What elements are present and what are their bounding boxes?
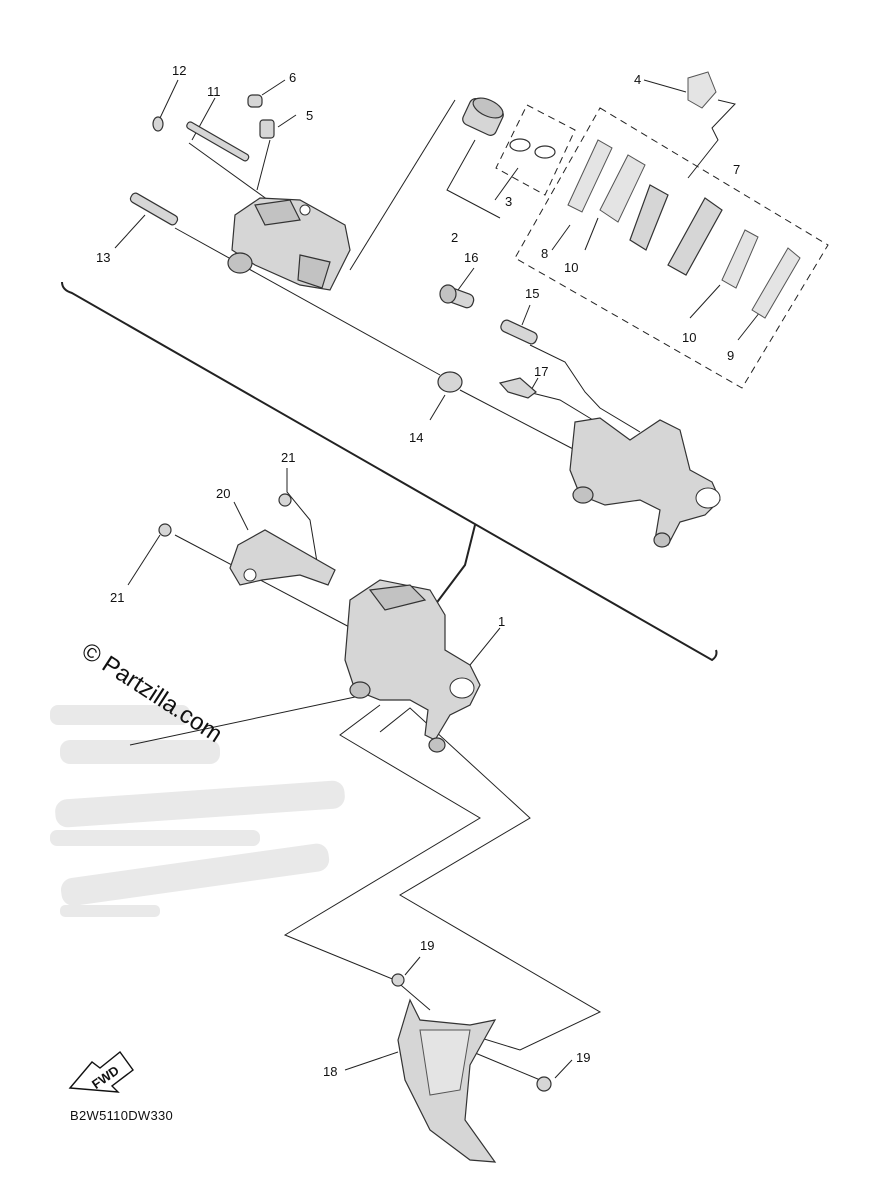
callout-19a: 19 bbox=[420, 938, 434, 953]
brake-pads-part bbox=[567, 139, 801, 319]
collar-part bbox=[437, 371, 463, 393]
caliper-bracket-part bbox=[569, 417, 721, 548]
callout-20: 20 bbox=[216, 486, 230, 501]
diagram-code: B2W5110DW330 bbox=[70, 1108, 173, 1123]
bolt-19-upper-part bbox=[391, 973, 405, 987]
caliper-body-part bbox=[227, 197, 351, 291]
bleed-cap-part bbox=[152, 116, 164, 132]
callout-8: 8 bbox=[541, 246, 548, 261]
callout-6: 6 bbox=[289, 70, 296, 85]
bracket-20-part bbox=[229, 529, 336, 586]
callout-15: 15 bbox=[525, 286, 539, 301]
watermark-text: © Partzilla.com bbox=[77, 637, 227, 748]
bleeder-cap-part bbox=[247, 94, 263, 108]
fwd-arrow-icon: FWD bbox=[68, 1050, 134, 1093]
leader-3-bracket bbox=[494, 167, 519, 201]
piston-part bbox=[462, 97, 504, 136]
callout-10b: 10 bbox=[682, 330, 696, 345]
bleeder-screw-part bbox=[259, 119, 275, 139]
bolt-13-part bbox=[129, 192, 179, 226]
pad-kit-box bbox=[514, 107, 829, 389]
callout-12: 12 bbox=[172, 63, 186, 78]
caliper-assembly-part bbox=[344, 579, 481, 753]
callout-17: 17 bbox=[534, 364, 548, 379]
leader-2-bracket bbox=[446, 139, 501, 219]
callout-5: 5 bbox=[306, 108, 313, 123]
bolt-21-lower-part bbox=[158, 523, 172, 537]
callout-7: 7 bbox=[733, 162, 740, 177]
leader-lines-lower bbox=[127, 468, 602, 1083]
callout-9: 9 bbox=[727, 348, 734, 363]
bolt-21-upper-part bbox=[278, 493, 292, 507]
seal-kit-box bbox=[495, 104, 576, 196]
callout-14: 14 bbox=[409, 430, 423, 445]
leader-7 bbox=[687, 99, 736, 179]
bolt-16-part bbox=[439, 284, 475, 309]
assembly-outline-join bbox=[434, 524, 476, 606]
callout-21b: 21 bbox=[110, 590, 124, 605]
callout-labels: 1 2 3 4 5 6 7 8 9 10 10 11 12 13 14 15 1… bbox=[96, 63, 740, 1079]
pin-17-part bbox=[498, 377, 537, 399]
seal-part bbox=[509, 138, 556, 159]
callout-3: 3 bbox=[505, 194, 512, 209]
bolt-19-lower-part bbox=[536, 1076, 552, 1092]
caliper-cover-part bbox=[397, 998, 497, 1163]
callout-1: 1 bbox=[498, 614, 505, 629]
callout-21a: 21 bbox=[281, 450, 295, 465]
callout-18: 18 bbox=[323, 1064, 337, 1079]
pad-pin-part bbox=[186, 121, 250, 162]
assembly-outline bbox=[61, 281, 718, 662]
callout-11: 11 bbox=[207, 84, 221, 99]
bolt-15-part bbox=[500, 319, 538, 345]
callout-4: 4 bbox=[634, 72, 641, 87]
callout-19b: 19 bbox=[576, 1050, 590, 1065]
callout-10a: 10 bbox=[564, 260, 578, 275]
callout-13: 13 bbox=[96, 250, 110, 265]
callout-16: 16 bbox=[464, 250, 478, 265]
spring-plate-part bbox=[687, 71, 717, 109]
leader-caliper-piston bbox=[349, 99, 456, 271]
callout-2: 2 bbox=[451, 230, 458, 245]
ghost-background-parts bbox=[50, 705, 345, 917]
